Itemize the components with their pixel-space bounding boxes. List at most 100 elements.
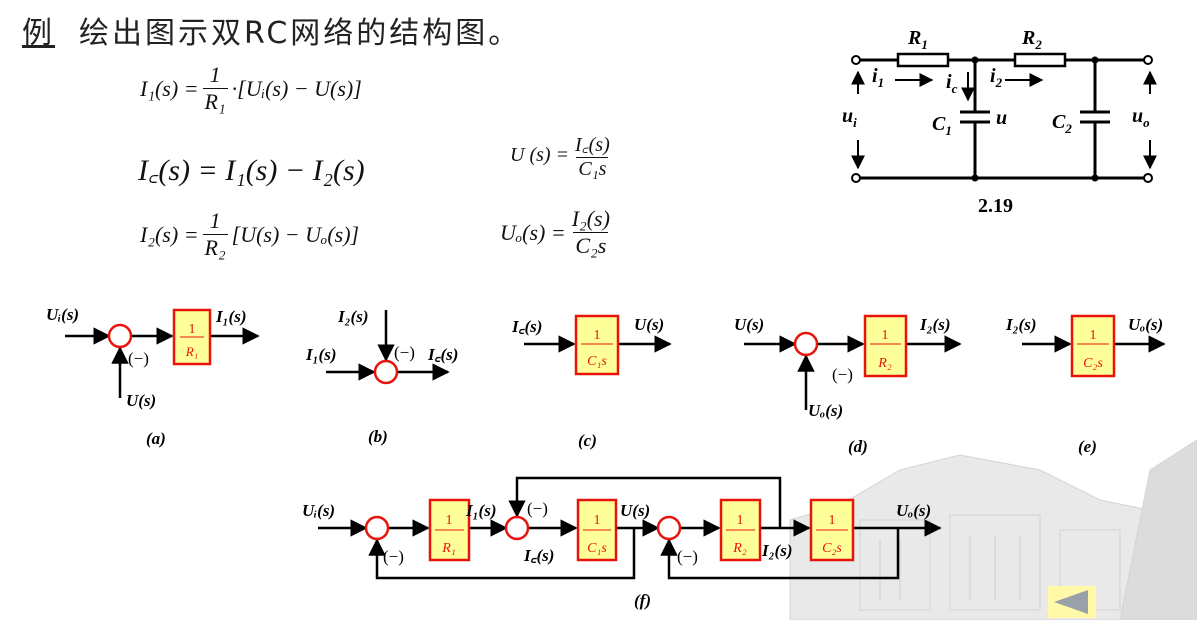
block-f3-num: 1 [737,513,744,528]
eq3-lhs: U (s) = [510,144,570,166]
caption-c: (c) [578,431,597,450]
eq4-den: R₂ [202,234,228,260]
block-diagram-b: I₂(s) I₁(s) (−) I꜀(s) (b) [305,307,458,446]
label-r2: R2 [1021,27,1042,52]
rc-circuit [856,52,1148,180]
label-i1: i1 [872,65,884,90]
label-f-sign2: (−) [527,499,548,518]
block-d-den: R₂ [877,356,892,371]
label-f-sign3: (−) [677,547,698,566]
block-f2-num: 1 [594,513,601,528]
label-f-input: Uᵢ(s) [302,501,335,520]
label-ui: ui [842,105,857,130]
block-f4-den: C₂s [822,541,842,556]
caption-d: (d) [848,437,868,456]
block-c-num: 1 [594,328,601,343]
label-a-output: I₁(s) [215,307,246,326]
label-f-ic: I꜀(s) [523,546,554,565]
label-f-u: U(s) [620,501,650,520]
label-i2: i2 [990,65,1003,90]
eq3-fraction: I꜀(s)C₁s [573,130,612,181]
label-f-output: Uₒ(s) [896,501,931,520]
eq5-num: I₂(s) [571,206,610,231]
eq4-rhs: [U(s) − Uₒ(s)] [231,221,360,247]
summing-junction [373,359,399,385]
node-dot [971,56,979,64]
equation-uo: Uₒ(s) = I₂(s)C₂s [500,206,616,259]
label-b-sign: (−) [394,343,415,362]
caption-b: (b) [368,427,388,446]
example-prefix: 例 [22,16,55,51]
label-b-input1: I₂(s) [337,307,368,326]
summing-junction [656,515,682,541]
label-d-feedback: Uₒ(s) [808,401,843,420]
label-a-feedback: U(s) [126,391,156,410]
transfer-block-1-c1s [574,314,620,376]
block-c-den: C₁s [587,354,607,369]
eq3-num: I꜀(s) [575,134,610,156]
caption-a: (a) [146,429,166,448]
node-dot [1091,56,1099,64]
back-triangle-icon [1054,590,1088,614]
summing-junction [107,323,133,349]
label-u: u [996,107,1007,129]
block-a-num: 1 [189,322,196,337]
title-text: 绘出图示双RC网络的结构图。 [79,16,522,51]
transfer-block-1-r2 [863,314,908,378]
transfer-block-1-c2s [1070,314,1116,378]
summing-junction [504,515,530,541]
label-a-input: Uᵢ(s) [46,305,79,324]
label-b-input2: I₁(s) [305,345,336,364]
label-f-i2: I₂(s) [761,541,792,560]
page-title: 例绘出图示双RC网络的结构图。 [22,8,521,52]
label-c-output: U(s) [634,315,664,334]
summing-junction [793,331,819,357]
label-c2: C2 [1052,111,1072,136]
label-d-output: I₂(s) [919,315,950,334]
eq5-den: C₂s [573,232,609,258]
block-f4-num: 1 [829,513,836,528]
summing-junction [364,515,390,541]
block-diagram-d: 1 R₂ U(s) I₂(s) (−) Uₒ(s) (d) [734,314,962,456]
eq1-lhs: I₁(s) = [140,75,199,101]
node-dot [1091,174,1099,182]
caption-e: (e) [1078,437,1097,456]
equation-ic: I꜀(s) = I₁(s) − I₂(s) [138,148,365,189]
block-f3-den: R₂ [732,541,747,556]
node-dot [971,174,979,182]
equation-u: U (s) = I꜀(s)C₁s [510,130,616,181]
label-f-sign1: (−) [383,547,404,566]
eq5-lhs: Uₒ(s) = [500,219,566,245]
label-a-sign: (−) [128,349,149,368]
circuit-terminals [851,55,1153,183]
label-d-sign: (−) [832,365,853,384]
label-c-input: I꜀(s) [511,317,542,336]
block-diagram-e: 1 C₂s I₂(s) Uₒ(s) (e) [1005,314,1166,456]
label-ic: ic [946,71,958,96]
eq3-den: C₁s [576,157,609,180]
label-r1: R1 [907,27,928,52]
block-diagram-c: 1 C₁s I꜀(s) U(s) (c) [511,314,672,450]
label-e-input: I₂(s) [1005,315,1036,334]
eq4-num: 1 [209,208,221,233]
label-b-output: I꜀(s) [427,345,458,364]
eq1-num: 1 [209,62,221,87]
eq4-lhs: I₂(s) = [140,221,199,247]
label-uo: uo [1132,105,1150,130]
back-button[interactable] [1048,586,1096,618]
block-a-den: R₁ [185,344,198,359]
block-d-num: 1 [882,328,889,343]
label-e-output: Uₒ(s) [1128,315,1163,334]
label-d-input: U(s) [734,315,764,334]
block-diagram-f: 1 R₁ 1 C₁s 1 R₂ 1 C₂s Uᵢ(s) I₁(s) I꜀(s) … [302,476,942,610]
block-f1-num: 1 [446,513,453,528]
eq1-den: R₁ [202,88,228,114]
caption-f: (f) [634,591,651,610]
block-e-den: C₂s [1083,356,1103,371]
eq5-fraction: I₂(s)C₂s [570,206,612,259]
block-f2-den: C₁s [587,541,607,556]
